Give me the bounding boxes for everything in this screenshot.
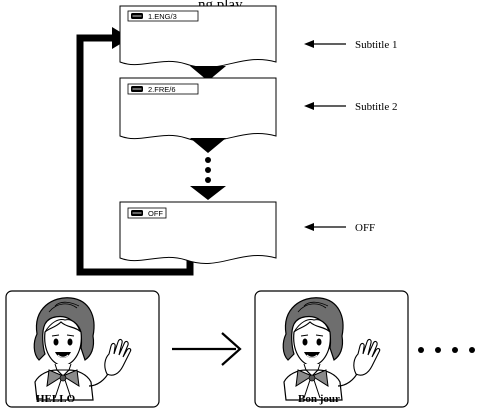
right-arrow xyxy=(172,332,242,366)
osd-screen-2: 2.FRE/6 xyxy=(119,77,277,142)
down-arrow-1 xyxy=(190,66,226,81)
callout-off: OFF xyxy=(304,222,375,234)
callout-label-1: Subtitle 1 xyxy=(355,39,397,51)
callout-subtitle-2: Subtitle 2 xyxy=(304,101,397,113)
example-frame-hello: HELLO xyxy=(5,290,160,408)
down-arrow-3 xyxy=(190,186,226,200)
osd-label-2: 2.FRE/6 xyxy=(148,85,176,94)
down-arrow-2 xyxy=(190,138,226,153)
caption-bonjour: Bon jour xyxy=(298,393,340,405)
continuation-dots-vertical xyxy=(205,157,211,183)
osd-box-1 xyxy=(127,10,199,22)
example-frame-bonjour: Bon jour xyxy=(254,290,409,408)
osd-label-1: 1.ENG/3 xyxy=(148,12,177,21)
osd-box-off xyxy=(127,207,167,219)
osd-screen-off: OFF xyxy=(119,201,277,264)
continuation-dots-horizontal xyxy=(418,347,475,353)
callout-subtitle-1: Subtitle 1 xyxy=(304,39,397,51)
callout-label-off: OFF xyxy=(355,222,375,234)
callout-label-2: Subtitle 2 xyxy=(355,101,397,113)
osd-box-2 xyxy=(127,83,199,95)
caption-hello: HELLO xyxy=(36,393,76,405)
osd-label-off: OFF xyxy=(148,209,163,218)
osd-screen-1: 1.ENG/3 xyxy=(119,5,277,68)
